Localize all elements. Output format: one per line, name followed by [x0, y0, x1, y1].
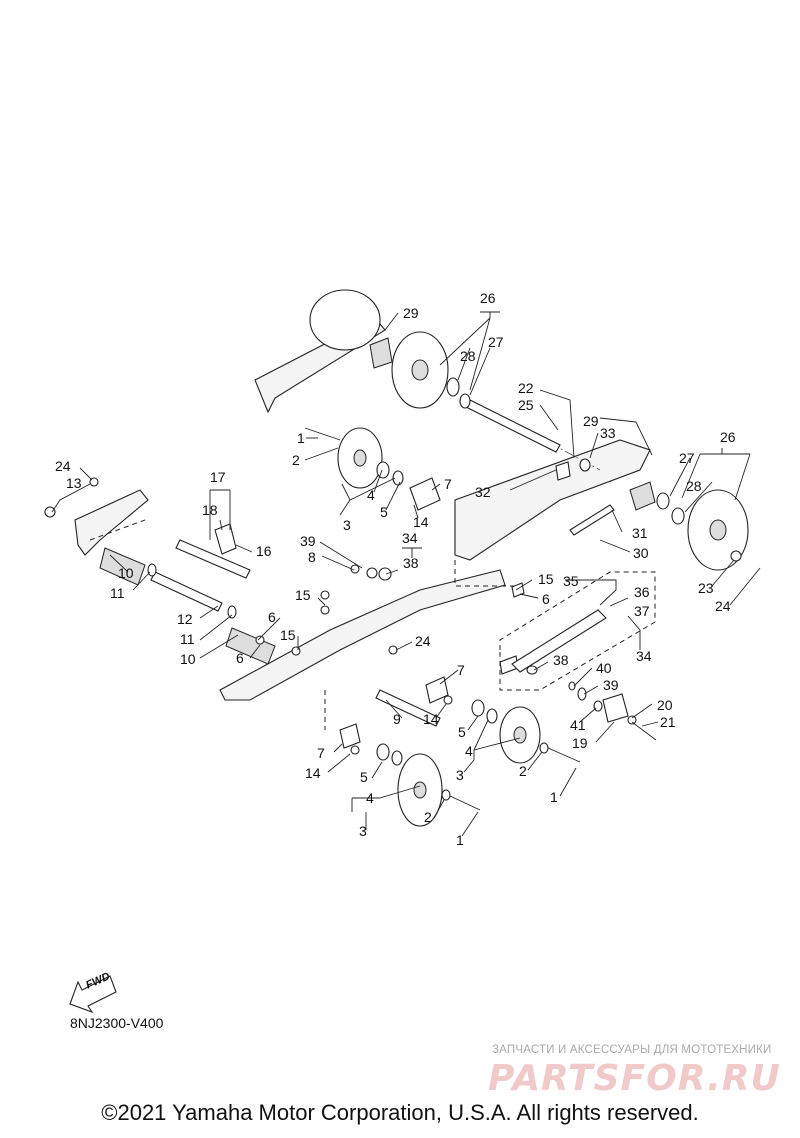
callout-17: 17	[210, 469, 226, 485]
watermark-caption: ЗАПЧАСТИ И АКСЕССУАРЫ ДЛЯ МОТОТЕХНИКИ	[492, 1044, 772, 1056]
callout-28: 28	[686, 478, 702, 494]
callout-14: 14	[423, 711, 439, 727]
callout-2: 2	[424, 809, 432, 825]
callout-40: 40	[596, 660, 612, 676]
callout-27: 27	[488, 334, 504, 350]
callout-13: 13	[66, 475, 82, 491]
callout-34: 34	[636, 648, 652, 664]
fwd-arrow-icon	[69, 975, 117, 1014]
callout-31: 31	[632, 525, 648, 541]
callout-5: 5	[458, 724, 466, 740]
callout-22: 22	[518, 380, 534, 396]
callout-39: 39	[300, 533, 316, 549]
callout-2: 2	[292, 452, 300, 468]
callout-41: 41	[570, 717, 586, 733]
callout-11: 11	[110, 585, 125, 601]
callout-14: 14	[305, 765, 321, 781]
callout-37: 37	[634, 603, 650, 619]
left-slide-rail	[219, 569, 506, 701]
callout-10: 10	[180, 651, 196, 667]
callout-38: 38	[553, 652, 569, 668]
callout-26: 26	[480, 290, 496, 306]
callout-18: 18	[202, 502, 218, 518]
callout-30: 30	[633, 545, 649, 561]
callout-7: 7	[317, 745, 325, 761]
callout-4: 4	[465, 743, 473, 759]
callout-numbers: 26 29 28 27 22 25 29 33 26 1 2 27 24 13 …	[55, 290, 736, 848]
leader-lines	[51, 311, 761, 837]
callout-19: 19	[572, 735, 588, 751]
drawing-code: 8NJ2300-V400	[70, 1015, 164, 1031]
callout-1: 1	[456, 832, 464, 848]
watermark-logo: PARTSFOR.RU	[488, 1058, 781, 1099]
callout-3: 3	[456, 767, 464, 783]
callout-2: 2	[519, 763, 527, 779]
callout-38: 38	[403, 555, 419, 571]
small-parts	[44, 377, 742, 801]
callout-15: 15	[295, 587, 311, 603]
callout-33: 33	[600, 425, 616, 441]
callout-5: 5	[360, 769, 368, 785]
copyright-notice: ©2021 Yamaha Motor Corporation, U.S.A. A…	[101, 1100, 699, 1125]
callout-14: 14	[413, 514, 429, 530]
callout-3: 3	[359, 823, 367, 839]
callout-7: 7	[457, 662, 465, 678]
callout-23: 23	[698, 580, 714, 596]
callout-32: 32	[475, 484, 491, 500]
callout-34: 34	[402, 530, 418, 546]
callout-20: 20	[657, 697, 673, 713]
callout-28: 28	[460, 348, 476, 364]
callout-9: 9	[393, 711, 401, 727]
callout-3: 3	[343, 517, 351, 533]
callout-4: 4	[367, 487, 375, 503]
callout-10: 10	[118, 565, 134, 581]
callout-16: 16	[256, 543, 272, 559]
callout-36: 36	[634, 584, 650, 600]
callout-35: 35	[563, 573, 579, 589]
idler-wheels	[309, 289, 749, 827]
callout-24: 24	[715, 598, 731, 614]
callout-5: 5	[380, 504, 388, 520]
callout-7: 7	[444, 476, 452, 492]
callout-8: 8	[308, 549, 316, 565]
callout-12: 12	[177, 611, 193, 627]
callout-26: 26	[720, 429, 736, 445]
callout-27: 27	[679, 450, 695, 466]
callout-1: 1	[297, 430, 305, 446]
callout-1: 1	[550, 789, 558, 805]
callout-6: 6	[268, 609, 276, 625]
callout-24: 24	[415, 633, 431, 649]
callout-29: 29	[403, 305, 419, 321]
assembly-outlines	[89, 519, 656, 730]
callout-21: 21	[660, 714, 676, 730]
callout-6: 6	[542, 591, 550, 607]
bolts	[304, 427, 657, 811]
callout-24: 24	[55, 458, 71, 474]
callout-15: 15	[538, 571, 554, 587]
callout-29: 29	[583, 413, 599, 429]
callout-15: 15	[280, 627, 296, 643]
callout-25: 25	[518, 397, 534, 413]
callout-39: 39	[603, 677, 619, 693]
callout-11: 11	[180, 631, 195, 647]
callout-6: 6	[236, 650, 244, 666]
callout-4: 4	[366, 790, 374, 806]
front-arm-bracket	[74, 489, 149, 556]
